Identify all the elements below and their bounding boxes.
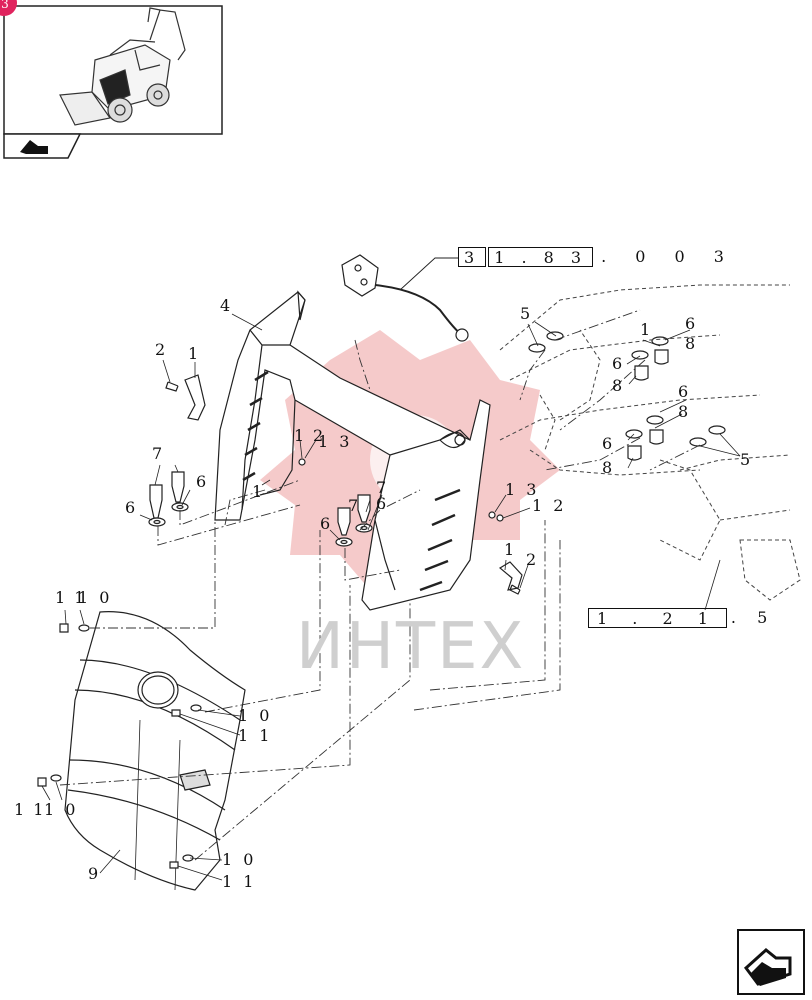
- callout-6: 6: [125, 498, 139, 517]
- callout-6: 6: [320, 514, 334, 533]
- page-badge-number: 3: [1, 0, 9, 11]
- callout-6: 6: [376, 494, 390, 513]
- navigation-arrow-icon: [20, 140, 48, 154]
- callout-8: 8: [678, 402, 692, 421]
- reference-box-a: 3: [458, 247, 487, 267]
- callout-5: 5: [740, 450, 754, 469]
- reference-tail: . 0 0 3: [601, 247, 736, 266]
- callout-8: 8: [612, 376, 626, 395]
- support-frame: [214, 291, 491, 611]
- callout-5: 5: [520, 304, 534, 323]
- callout-2: 2: [155, 340, 169, 359]
- callout-11: 1 1: [238, 726, 273, 745]
- callout-4: 4: [220, 296, 234, 315]
- thumbnail-inset[interactable]: 3: [0, 0, 230, 165]
- callout-6: 6: [612, 354, 626, 373]
- callout-6: 6: [602, 434, 616, 453]
- callout-8: 8: [685, 334, 699, 353]
- sensor-part: [341, 254, 379, 297]
- callout-2: 2: [526, 550, 540, 569]
- callout-1: 1: [640, 320, 654, 339]
- callout-10: 1 0: [78, 588, 113, 607]
- callout-9: 9: [88, 864, 102, 883]
- callout-1: 1: [188, 344, 202, 363]
- reference-box-c: 1 . 2 1: [588, 608, 727, 628]
- callout-1: 1: [294, 426, 308, 445]
- callout-1: 1: [504, 540, 518, 559]
- callout-13: 1 3: [505, 480, 540, 499]
- cover-panel: [64, 611, 246, 891]
- reference-box-b: 1 . 8 3: [488, 247, 594, 267]
- reference-link-bottom[interactable]: 1 . 2 1 . 5: [588, 608, 775, 628]
- callout-7: 7: [348, 496, 362, 515]
- reference-link-top[interactable]: 3 1 . 8 3 . 0 0 3: [458, 247, 736, 267]
- callout-7: 7: [152, 444, 166, 463]
- page-badge: [0, 0, 17, 16]
- callout-6: 6: [196, 472, 210, 491]
- callout-6: 6: [678, 382, 692, 401]
- callout-12: 1 2: [532, 496, 567, 515]
- callout-7: 7: [376, 478, 390, 497]
- reference-tail-b: . 5: [730, 608, 776, 627]
- callout-1: 1: [252, 482, 266, 501]
- callout-10: 1 0: [44, 800, 79, 819]
- callout-11: 1 1: [222, 872, 257, 891]
- callout-10: 1 0: [222, 850, 257, 869]
- callout-11: 1 1: [14, 800, 46, 819]
- callout-13: 1 3: [318, 432, 353, 451]
- backhoe-loader-illustration: [59, 7, 186, 126]
- watermark-text: ИНТЕХ: [296, 610, 526, 684]
- callout-11: 1 1: [55, 588, 87, 607]
- callout-10: 1 0: [238, 706, 273, 725]
- callout-2: 2: [313, 426, 327, 445]
- callout-8: 8: [602, 458, 616, 477]
- next-page-arrow-icon[interactable]: [736, 928, 806, 996]
- callout-6: 6: [685, 314, 699, 333]
